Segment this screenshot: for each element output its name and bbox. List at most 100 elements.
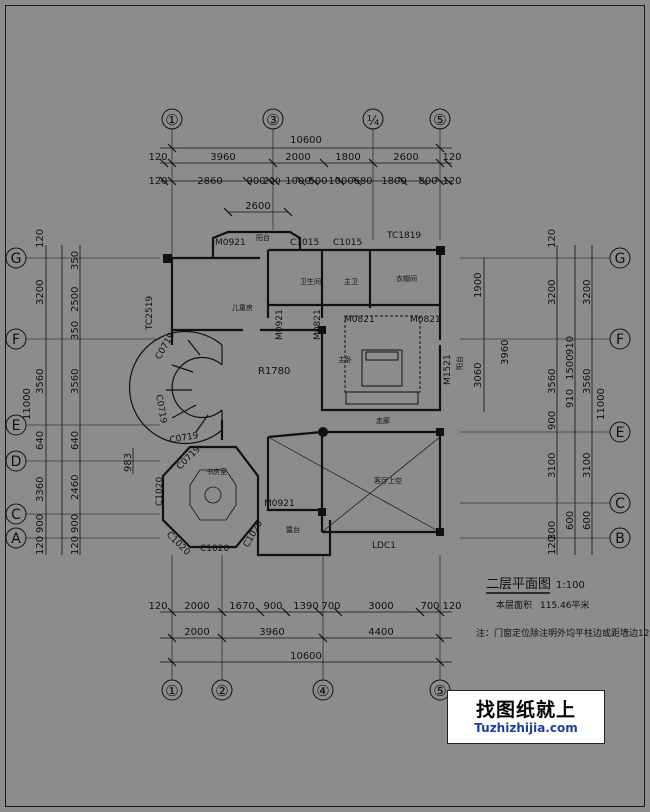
dim-value: 120	[148, 601, 167, 612]
dim-value: 2600	[393, 152, 418, 163]
column	[436, 246, 445, 255]
dim-value: 3100	[547, 453, 558, 478]
grid-label: C	[11, 507, 21, 523]
opening-label: C0719	[154, 331, 177, 362]
dim-value: 3200	[547, 280, 558, 305]
logo-line1: 找图纸就上	[475, 699, 576, 721]
dim-value: 2600	[245, 201, 270, 212]
void-diagonals	[267, 436, 441, 533]
column	[436, 428, 444, 436]
grid-label: G	[11, 251, 22, 267]
room-label: 书房室	[206, 467, 227, 476]
dim-value: 1800	[381, 176, 406, 187]
dim-value: 350	[70, 251, 81, 270]
dim-value: 2000	[184, 601, 209, 612]
dim-value: 640	[35, 431, 46, 450]
grid-label: E	[616, 425, 625, 441]
dim-value: 3560	[35, 369, 46, 394]
left-dimensions: 120 3200 3560 640 3360 900 120 11000 350…	[22, 229, 134, 555]
dim-value: 3560	[70, 369, 81, 394]
column	[163, 254, 172, 263]
opening-label: TC2519	[145, 296, 155, 331]
dim-value: 120	[442, 601, 461, 612]
dim-value: 700	[420, 601, 439, 612]
opening-label: TC1819	[386, 231, 421, 241]
dim-value: 120	[148, 176, 167, 187]
room-label: 客厅上空	[374, 476, 402, 485]
drawing-frame	[5, 5, 645, 807]
room-label: 走廊	[376, 416, 390, 425]
dim-value: 2500	[70, 287, 81, 312]
grid-label: D	[11, 454, 22, 470]
dim-value: 1000	[328, 176, 353, 187]
dim-value: 3960	[210, 152, 235, 163]
grid-label: ⑤	[433, 111, 446, 129]
dim-value: 3560	[547, 369, 558, 394]
dim-value: 120	[442, 176, 461, 187]
dim-value: 1000	[285, 176, 310, 187]
dim-value: 900	[246, 176, 265, 187]
dim-value: 1390	[293, 601, 318, 612]
room-label: 儿童房	[232, 303, 253, 312]
logo-line2: Tuzhizhijia.com	[474, 721, 578, 735]
spiral-stair: R1780	[129, 330, 290, 445]
dim-value: 700	[321, 601, 340, 612]
grid-axes-top: ① ③ ¼ ⑤	[161, 108, 451, 130]
opening-label: M0921	[275, 309, 285, 340]
dim-value: 3100	[582, 453, 593, 478]
grid-label: ③	[266, 111, 279, 129]
drawing-scale: 1:100	[556, 580, 585, 591]
room-label: 阳台	[256, 233, 270, 242]
dim-value: 3560	[582, 369, 593, 394]
radius-label: R1780	[258, 366, 290, 377]
dim-value: 2460	[70, 475, 81, 500]
right-dimensions: 1900 3060 3960 120 3200 3560 900 3100 30…	[473, 229, 607, 555]
opening-label: M0821	[410, 315, 441, 325]
master-bed	[344, 315, 421, 405]
study-decor	[189, 469, 237, 521]
top-dimensions: 10600 120 3960 2000 1800 2600 120 120 28…	[148, 135, 462, 217]
area-label: 本层面积	[496, 599, 532, 611]
dim-value: 1500	[565, 355, 576, 380]
grid-label: A	[11, 531, 21, 547]
dim-value: 900	[263, 601, 282, 612]
dim-value: 3200	[35, 280, 46, 305]
room-label: 阳台	[455, 356, 464, 370]
dim-value: 500	[308, 176, 327, 187]
bottom-dimensions: 120 2000 1670 900 1390 700 3000 700 120 …	[148, 601, 462, 667]
grid-axes-right: G F E C B	[609, 247, 631, 549]
room-label: 主卧	[338, 355, 352, 364]
dim-value: 3060	[473, 363, 484, 388]
dim-value: 2860	[197, 176, 222, 187]
room-label: 主卫	[344, 277, 358, 286]
title-block: 二层平面图 1:100 本层面积 115.46平米 注：门窗定位除注明外均平柱边…	[476, 577, 650, 639]
dim-value: 900	[70, 514, 81, 533]
dim-total: 11000	[596, 388, 607, 420]
dim-value: 800	[418, 176, 437, 187]
dim-value: 910	[565, 389, 576, 408]
grid-label: E	[12, 418, 21, 434]
area-value: 115.46平米	[540, 599, 590, 611]
dim-value: 910	[565, 336, 576, 355]
dim-value: 2000	[184, 627, 209, 638]
dim-value: 120	[547, 536, 558, 555]
dim-value: 900	[35, 514, 46, 533]
grid-label: ②	[215, 682, 228, 700]
grid-label: ①	[165, 682, 178, 700]
room-label: 卫生间	[300, 277, 321, 286]
opening-label: M1521	[443, 354, 453, 385]
drawing-note: 注：门窗定位除注明外均平柱边或距墙边120	[476, 627, 650, 639]
grid-label: F	[616, 332, 624, 348]
grid-label: ⑤	[433, 682, 446, 700]
dim-value: 3960	[500, 340, 511, 365]
grid-label: G	[615, 251, 626, 267]
dim-value: 680	[353, 176, 372, 187]
room-label: 衣帽间	[396, 274, 417, 283]
opening-label: M0821	[313, 309, 323, 340]
dim-value: 4400	[368, 627, 393, 638]
dim-value: 120	[35, 536, 46, 555]
grid-label: C	[615, 496, 625, 512]
dim-value: 3960	[259, 627, 284, 638]
grid-axes-left: G F E D C A	[5, 247, 27, 549]
dim-total: 11000	[22, 388, 33, 420]
